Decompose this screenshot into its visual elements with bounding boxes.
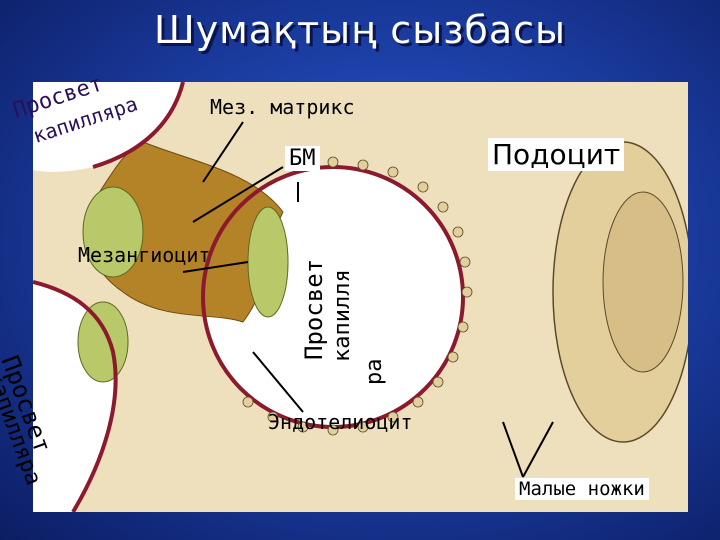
label-lumen-mid-2: капилля [330, 269, 355, 362]
endothelial-cell-3 [77, 301, 129, 383]
slide-title: Шумақтың сызбасы [153, 8, 567, 52]
label-endothelium: Эндотелиоцит [268, 410, 413, 434]
foot-processes [242, 156, 473, 436]
label-podocyte: Подоцит [488, 138, 625, 171]
label-mes-matrix: Мез. матрикс [210, 95, 355, 119]
lumen-top-left [33, 82, 183, 172]
label-mesangiocyte: Мезангиоцит [78, 243, 211, 267]
basement-membrane-left [92, 82, 185, 169]
label-lumen-mid-3: ра [362, 358, 387, 386]
label-small-feet: Малые ножки [515, 478, 649, 500]
podocyte-nucleus [602, 191, 684, 373]
basement-membrane-lower [33, 280, 118, 512]
endothelial-cell-1 [82, 186, 144, 278]
label-lumen-mid-1: Просвет [300, 258, 328, 360]
endothelial-cell-2 [247, 206, 289, 318]
pointer-lines [182, 121, 554, 478]
label-bm: БМ [285, 146, 320, 171]
